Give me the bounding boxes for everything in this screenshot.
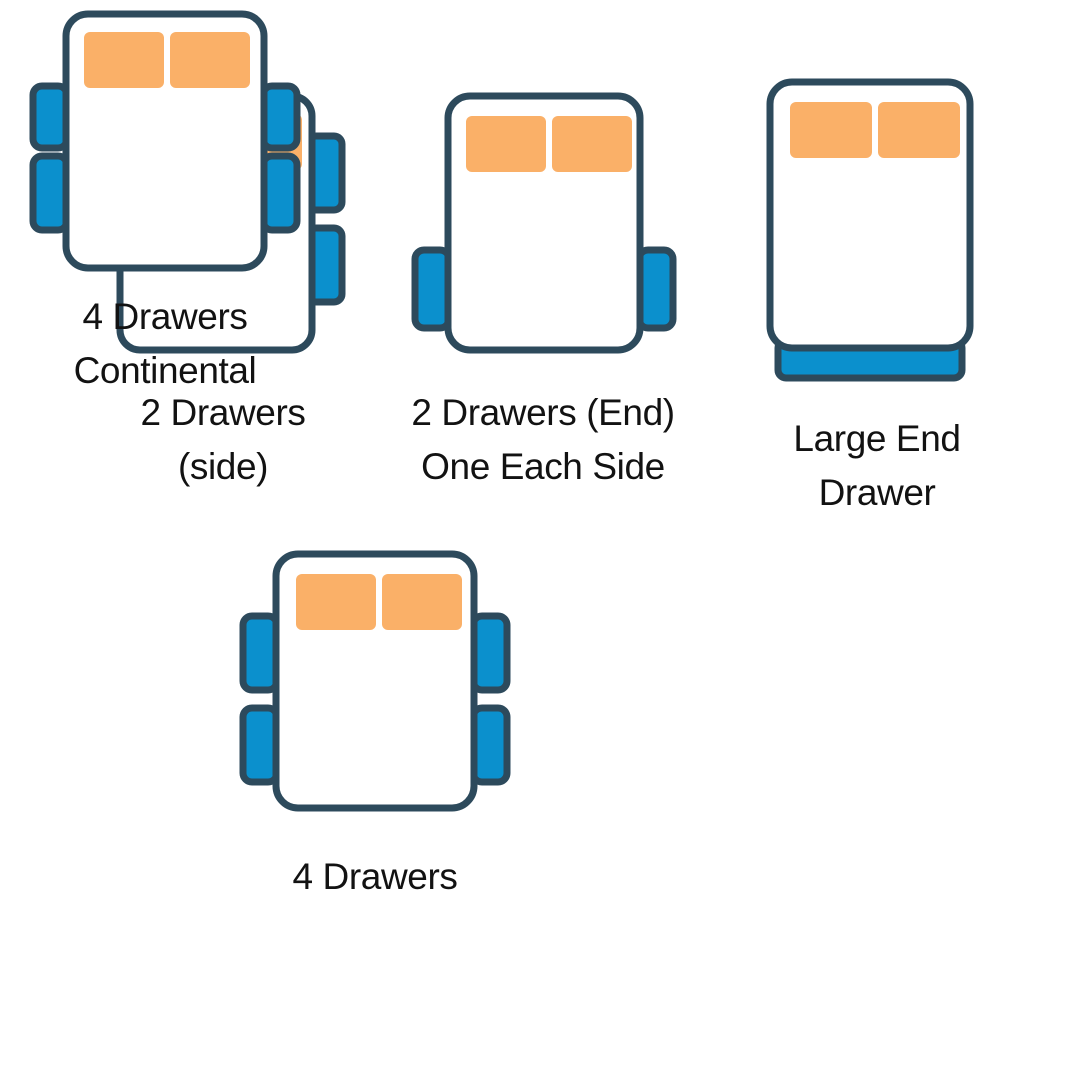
drawer-4 — [469, 704, 511, 786]
pillow-group — [296, 574, 462, 630]
drawer-2 — [29, 152, 71, 234]
bed-icon-large-end-drawer — [766, 78, 974, 382]
pillow-2 — [170, 32, 250, 88]
bed-figure-large-end-drawer — [712, 68, 1042, 398]
bed-icon-2-drawers-end — [411, 92, 677, 354]
bed-option-4-drawers[interactable]: 4 Drawers — [210, 540, 540, 904]
pillow-group — [84, 32, 250, 88]
pillow-1 — [466, 116, 546, 172]
pillow-2 — [552, 116, 632, 172]
drawer-3 — [469, 612, 511, 694]
bed-option-4-drawers-continental[interactable]: 4 Drawers Continental — [0, 0, 330, 397]
drawer-1 — [29, 82, 71, 152]
drawer-1 — [411, 246, 453, 332]
bed-option-large-end-drawer[interactable]: Large End Drawer — [712, 68, 1042, 519]
bed-label-2-drawers-side: 2 Drawers (side) — [140, 392, 306, 487]
drawer-2 — [635, 246, 677, 332]
pillow-1 — [790, 102, 872, 158]
bed-figure-2-drawers-end — [378, 82, 708, 372]
bed-figure-4-drawers — [210, 540, 540, 830]
bed-label-large-end-drawer: Large End Drawer — [793, 418, 961, 513]
pillow-2 — [382, 574, 462, 630]
drawer-1 — [239, 612, 281, 694]
bed-label-4-drawers-continental: 4 Drawers Continental — [73, 296, 257, 391]
pillow-2 — [878, 102, 960, 158]
bed-figure-4-drawers-continental — [0, 0, 330, 290]
drawer-2 — [239, 704, 281, 786]
drawer-group — [29, 82, 301, 234]
bed-label-2-drawers-end: 2 Drawers (End) One Each Side — [411, 392, 675, 487]
bed-option-2-drawers-end[interactable]: 2 Drawers (End) One Each Side — [378, 82, 708, 493]
pillow-1 — [84, 32, 164, 88]
pillow-group — [790, 102, 960, 158]
drawer-3 — [259, 82, 301, 152]
bed-label-4-drawers: 4 Drawers — [292, 856, 458, 897]
bed-icon-4-drawers-continental — [29, 10, 301, 272]
drawer-4 — [259, 152, 301, 234]
drawer-group — [304, 132, 346, 306]
bed-icon-4-drawers — [239, 550, 511, 812]
pillow-group — [466, 116, 632, 172]
pillow-1 — [296, 574, 376, 630]
